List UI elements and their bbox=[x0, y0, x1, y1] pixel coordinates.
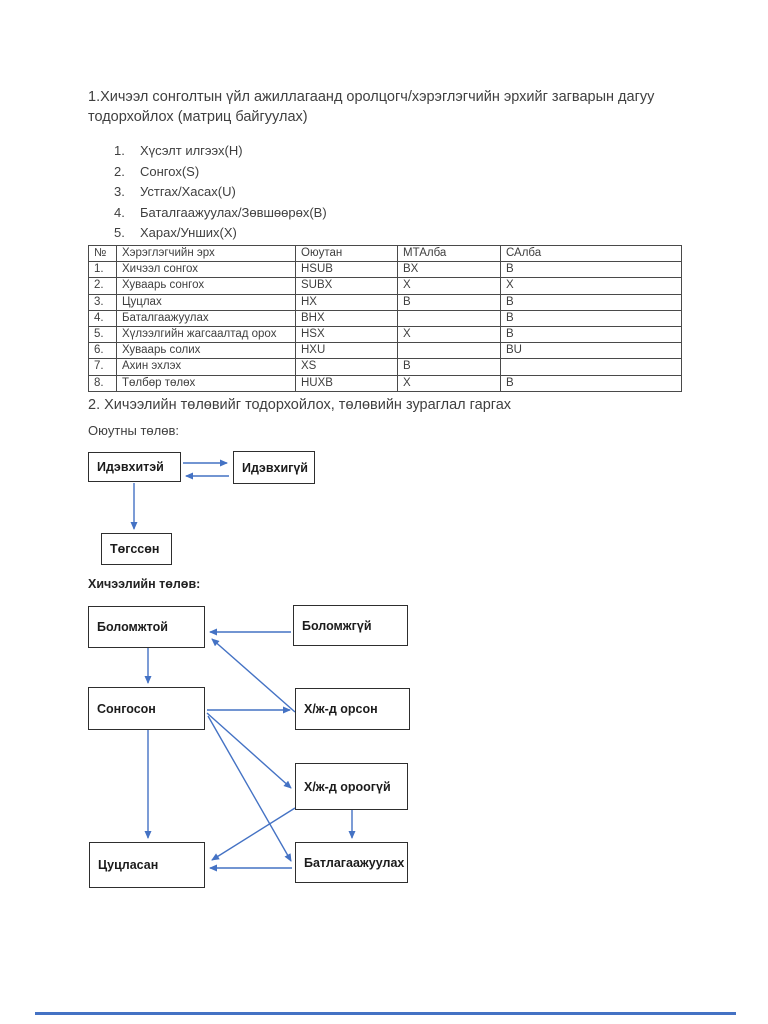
table-cell: 8. bbox=[88, 374, 117, 392]
list-item-label: Харах/Унших(X) bbox=[140, 225, 237, 240]
student-state-arrows bbox=[130, 459, 229, 530]
table-cell: BHX bbox=[295, 309, 398, 327]
permission-list-item: 2. Сонгох(S) bbox=[114, 164, 327, 179]
table-cell: X bbox=[397, 325, 501, 344]
table-cell: HXU bbox=[295, 342, 398, 360]
table-cell: 7. bbox=[88, 358, 117, 376]
table-cell: B bbox=[500, 325, 682, 344]
table-header-cell: САлба bbox=[500, 244, 682, 263]
state-node-active: Идэвхитэй bbox=[88, 452, 181, 482]
state-node-inactive: Идэвхигүй bbox=[233, 451, 315, 484]
table-cell bbox=[397, 342, 501, 360]
state-node-available: Боломжтой bbox=[88, 606, 205, 648]
table-cell: Хүлээлгийн жагсаалтад орох bbox=[116, 325, 296, 344]
table-cell: B bbox=[500, 293, 682, 311]
table-cell: SUBX bbox=[295, 277, 398, 295]
section-2-heading: 2. Хичээлийн төлөвийг тодорхойлох, төлөв… bbox=[88, 397, 512, 413]
table-header-cell: № bbox=[88, 244, 117, 263]
table-cell: HSUB bbox=[295, 261, 398, 279]
state-node-waitlist-out: Х/ж-д ороогүй bbox=[295, 763, 408, 810]
permission-list-item: 3. Устгах/Хасах(U) bbox=[114, 184, 327, 199]
list-item-number: 5. bbox=[114, 225, 125, 240]
table-cell: Баталгаажуулах bbox=[116, 309, 296, 327]
table-cell: B bbox=[500, 374, 682, 392]
list-item-label: Устгах/Хасах(U) bbox=[140, 184, 236, 199]
state-node-unavailable: Боломжгүй bbox=[293, 605, 408, 646]
table-cell: 1. bbox=[88, 261, 117, 279]
table-cell: 2. bbox=[88, 277, 117, 295]
state-node-waitlist-in: Х/ж-д орсон bbox=[295, 688, 410, 730]
table-cell: X bbox=[397, 277, 501, 295]
table-cell bbox=[397, 309, 501, 327]
permission-list: 1. Хүсэлт илгээх(H) 2. Сонгох(S) 3. Устгах/Ха… bbox=[114, 143, 327, 246]
table-cell: X bbox=[397, 374, 501, 392]
state-node-cancelled: Цуцласан bbox=[89, 842, 205, 888]
table-header-cell: МТАлба bbox=[397, 244, 501, 263]
table-cell: HX bbox=[295, 293, 398, 311]
table-cell: HUXB bbox=[295, 374, 398, 392]
table-cell: 4. bbox=[88, 309, 117, 327]
table-cell: 3. bbox=[88, 293, 117, 311]
table-cell: Төлбөр төлөх bbox=[116, 374, 296, 392]
table-cell: BX bbox=[397, 261, 501, 279]
permission-list-item: 1. Хүсэлт илгээх(H) bbox=[114, 143, 327, 158]
state-node-confirm: Батлагаажуулах bbox=[295, 842, 408, 883]
table-header-cell: Хэрэглэгчийн эрх bbox=[116, 244, 296, 263]
section-1-heading: 1.Хичээл сонголтын үйл ажиллагаанд оролц… bbox=[88, 89, 655, 125]
table-cell: B bbox=[500, 309, 682, 327]
table-cell: BU bbox=[500, 342, 682, 360]
table-cell: B bbox=[397, 293, 501, 311]
table-cell: B bbox=[397, 358, 501, 376]
list-item-label: Хүсэлт илгээх(H) bbox=[140, 143, 243, 158]
permission-list-item: 4. Баталгаажуулах/Зөвшөөрөх(B) bbox=[114, 205, 327, 220]
table-cell: B bbox=[500, 261, 682, 279]
list-item-number: 3. bbox=[114, 184, 125, 199]
arrow-selected-to-confirm bbox=[207, 715, 292, 862]
list-item-label: Сонгох(S) bbox=[140, 163, 200, 179]
table-cell: Хуваарь солих bbox=[116, 342, 296, 360]
student-states-label: Оюутны төлөв: bbox=[88, 423, 179, 438]
table-cell: Хуваарь сонгох bbox=[116, 277, 296, 295]
arrow-waitlist-in-to-available bbox=[211, 638, 296, 713]
list-item-number: 4. bbox=[114, 204, 125, 220]
table-cell: Ахин эхлэх bbox=[116, 358, 296, 376]
table-header-cell: Оюутан bbox=[295, 244, 398, 263]
state-node-graduated: Төгссөн bbox=[101, 533, 172, 565]
table-cell: 5. bbox=[88, 325, 117, 344]
list-item-number: 1. bbox=[114, 143, 125, 158]
bottom-rule bbox=[35, 1012, 736, 1015]
state-node-selected: Сонгосон bbox=[88, 687, 205, 730]
list-item-label: Баталгаажуулах/Зөвшөөрөх(B) bbox=[140, 204, 327, 220]
table-cell: HSX bbox=[295, 325, 398, 344]
student-state-diagram: Идэвхитэй Идэвхигүй Төгссөн bbox=[0, 448, 430, 573]
list-item-number: 2. bbox=[114, 163, 125, 179]
table-cell: 6. bbox=[88, 342, 117, 360]
table-cell: XS bbox=[295, 358, 398, 376]
table-cell: Цуцлах bbox=[116, 293, 296, 311]
permission-list-item: 5. Харах/Унших(X) bbox=[114, 225, 327, 240]
table-cell: X bbox=[500, 277, 682, 295]
table-cell: Хичээл сонгох bbox=[116, 261, 296, 279]
course-states-label: Хичээлийн төлөв: bbox=[88, 577, 201, 591]
course-state-diagram: Боломжтой Боломжгүй Сонгосон Х/ж-д орсон… bbox=[0, 598, 440, 895]
arrow-waitlist-out-to-cancelled bbox=[211, 807, 296, 861]
table-cell bbox=[500, 358, 682, 376]
arrow-selected-to-waitlist-out bbox=[206, 712, 292, 789]
